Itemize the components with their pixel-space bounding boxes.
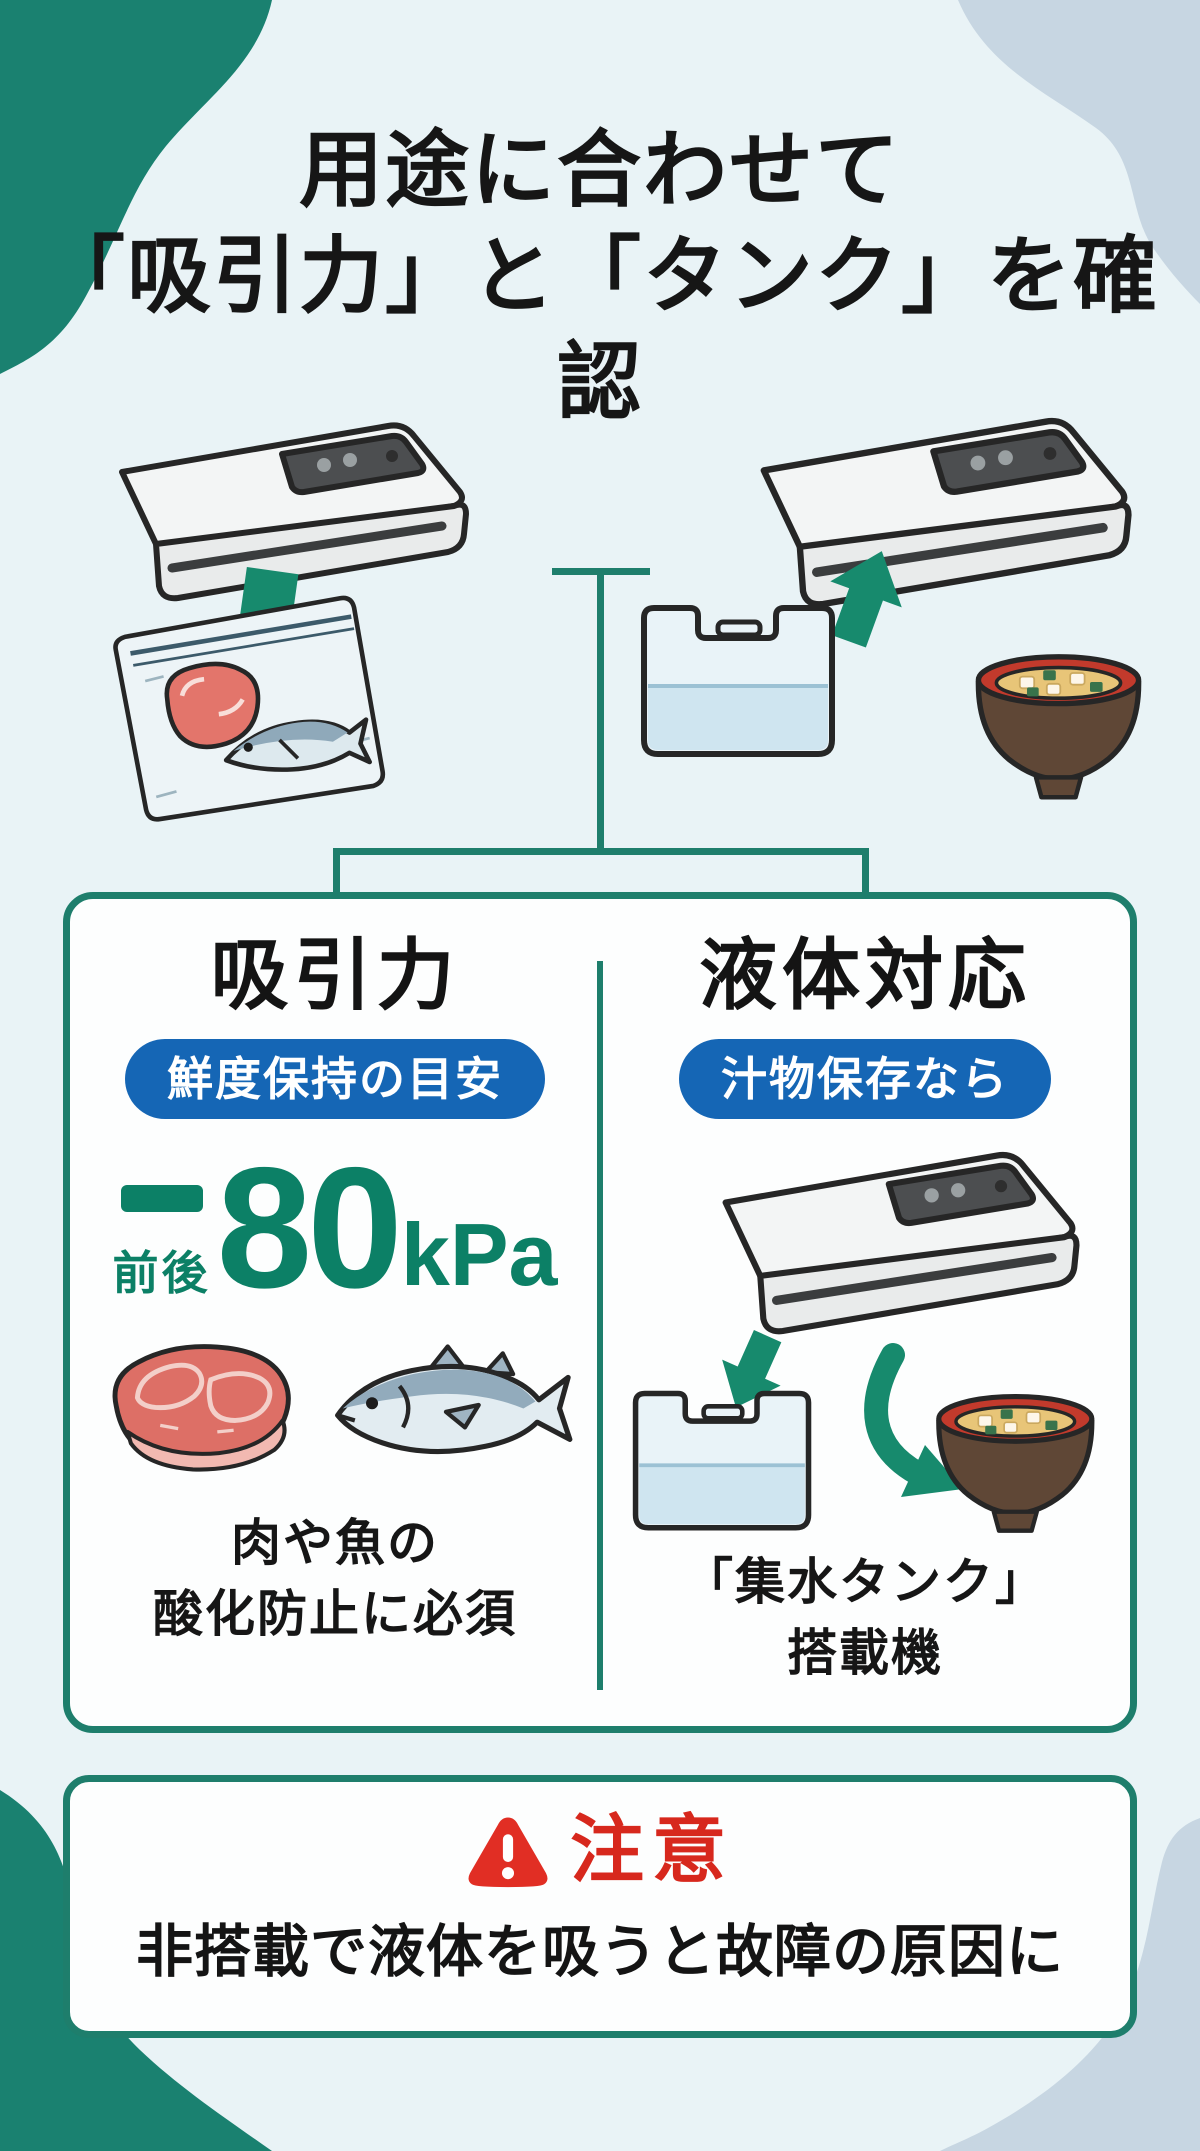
illustration-sealer-tank-soup: [632, 1152, 1095, 1534]
warning-box: 注意 非搭載で液体を吸うと故障の原因に: [63, 1775, 1137, 2038]
vacuum-bag-meat-fish-icon: [113, 595, 386, 822]
blob-bottom-left: [0, 1790, 272, 2151]
page-title-line1: 用途に合わせて: [298, 123, 901, 217]
arrow-down-icon: [722, 1330, 782, 1408]
blob-top-right: [958, 0, 1200, 304]
connector-drop-left: [333, 848, 340, 896]
suction-caption-line1: 肉や魚の: [231, 1514, 439, 1571]
vacuum-sealer-icon: [119, 422, 469, 602]
warning-triangle-icon: [468, 1817, 548, 1888]
blob-top-left: [0, 0, 272, 374]
connector-vertical: [597, 568, 604, 855]
suction-caption-line2: 酸化防止に必須: [153, 1585, 517, 1642]
suction-column: 吸引力 鮮度保持の目安 - 前後 80 kPa: [70, 899, 600, 1726]
illustration-sealer-to-bag: [113, 422, 469, 822]
warning-header: 注意: [466, 1812, 734, 1888]
drip-tank-icon: [632, 1391, 812, 1531]
liquid-column: 液体対応 汁物保存なら: [600, 899, 1130, 1726]
drip-tank-icon: [641, 605, 835, 757]
suction-header: 吸引力: [210, 931, 460, 1019]
food-icons-row: [95, 1326, 575, 1484]
arrow-up-icon: [830, 551, 902, 648]
comparison-box: 吸引力 鮮度保持の目安 - 前後 80 kPa: [63, 892, 1137, 1733]
miso-soup-bowl-icon: [936, 1394, 1095, 1534]
vacuum-sealer-icon: [760, 417, 1132, 608]
connector-drop-right: [862, 848, 869, 896]
warning-title: 注意: [570, 1808, 734, 1891]
suction-value-number: 80: [216, 1132, 403, 1325]
suction-badge: 鮮度保持の目安: [125, 1038, 545, 1120]
vacuum-sealer-icon: [722, 1152, 1080, 1335]
liquid-caption-line1: 「集水タンク」: [683, 1554, 1047, 1611]
liquid-badge: 汁物保存なら: [679, 1038, 1051, 1120]
meat-steak-icon: [112, 1343, 291, 1472]
suction-value-unit: kPa: [400, 1204, 558, 1304]
page-title-line2: 「吸引力」と「タンク」を確認: [40, 228, 1159, 429]
warning-text: 非搭載で液体を吸うと故障の原因に: [136, 1920, 1064, 1984]
liquid-caption-line2: 搭載機: [787, 1625, 943, 1682]
suction-value: - 前後 80 kPa: [112, 1132, 558, 1325]
liquid-header: 液体対応: [698, 931, 1031, 1019]
page-title: 用途に合わせて 「吸引力」と「タンク」を確認: [0, 118, 1200, 435]
column-divider: [597, 961, 603, 1690]
suction-caption: 肉や魚の 酸化防止に必須: [153, 1508, 517, 1650]
connector-bracket: [333, 848, 869, 855]
minus-sign: -: [120, 1184, 203, 1212]
miso-soup-bowl-icon: [975, 654, 1142, 800]
fish-icon: [335, 1343, 573, 1454]
suction-value-prefix: 前後: [112, 1246, 211, 1299]
liquid-caption: 「集水タンク」 搭載機: [683, 1547, 1047, 1689]
illustration-tank-into-sealer: [641, 417, 1142, 800]
blob-bottom-right: [940, 1818, 1200, 2151]
suction-value-left: - 前後: [112, 1184, 211, 1299]
curved-arrow-icon: [864, 1343, 963, 1498]
